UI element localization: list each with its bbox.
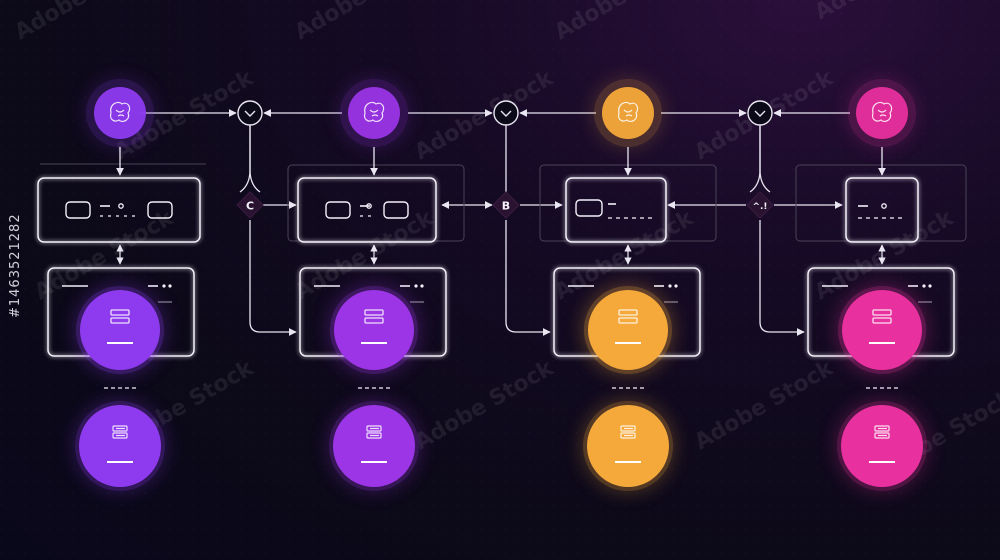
junction-label: B bbox=[502, 200, 510, 213]
columns-layer bbox=[37, 79, 955, 491]
junction-3[interactable]: ^.! bbox=[746, 191, 774, 219]
stacked-bars-icon bbox=[620, 425, 636, 439]
list-icon bbox=[110, 309, 130, 324]
chevron-down-icon bbox=[500, 110, 512, 117]
summary-node[interactable] bbox=[329, 401, 419, 491]
config-panel[interactable] bbox=[297, 177, 437, 243]
col-2 bbox=[297, 79, 447, 491]
top-node[interactable] bbox=[848, 79, 916, 147]
status-node[interactable] bbox=[584, 286, 672, 374]
config-panel[interactable] bbox=[565, 177, 667, 243]
chevron-down-icon bbox=[244, 110, 256, 117]
conn-node-3[interactable] bbox=[747, 100, 773, 126]
conn-node-2[interactable] bbox=[493, 100, 519, 126]
top-node[interactable] bbox=[340, 79, 408, 147]
col-1 bbox=[37, 79, 201, 491]
list-icon bbox=[872, 309, 892, 324]
chevron-down-icon bbox=[754, 110, 766, 117]
summary-node[interactable] bbox=[75, 401, 165, 491]
summary-node[interactable] bbox=[837, 401, 927, 491]
toggle-chip[interactable] bbox=[147, 201, 173, 219]
junction-label: C bbox=[246, 200, 254, 213]
config-panel[interactable] bbox=[845, 177, 919, 243]
config-panel[interactable] bbox=[37, 177, 201, 243]
toggle-chip[interactable] bbox=[575, 199, 603, 217]
brain-icon bbox=[617, 101, 639, 123]
toggle-chip[interactable] bbox=[325, 201, 351, 219]
status-node[interactable] bbox=[76, 286, 164, 374]
stacked-bars-icon bbox=[874, 425, 890, 439]
stock-id-label: #1463521282 bbox=[8, 213, 23, 318]
brain-icon bbox=[871, 101, 893, 123]
junction-b[interactable]: B bbox=[492, 191, 520, 219]
list-icon bbox=[618, 309, 638, 324]
status-node[interactable] bbox=[330, 286, 418, 374]
col-3 bbox=[553, 79, 701, 491]
brain-icon bbox=[109, 101, 131, 123]
brain-icon bbox=[363, 101, 385, 123]
stock-id-text: #1463521282 bbox=[8, 213, 23, 318]
top-node[interactable] bbox=[594, 79, 662, 147]
status-node[interactable] bbox=[838, 286, 926, 374]
toggle-chip[interactable] bbox=[65, 201, 91, 219]
col-4 bbox=[807, 79, 955, 491]
junction-c[interactable]: C bbox=[236, 191, 264, 219]
conn-node-1[interactable] bbox=[237, 100, 263, 126]
top-node[interactable] bbox=[86, 79, 154, 147]
toggle-chip[interactable] bbox=[383, 201, 409, 219]
stacked-bars-icon bbox=[366, 425, 382, 439]
junction-label: ^.! bbox=[752, 202, 767, 212]
summary-node[interactable] bbox=[583, 401, 673, 491]
junction-routing-lines bbox=[239, 125, 843, 336]
stacked-bars-icon bbox=[112, 425, 128, 439]
list-icon bbox=[364, 309, 384, 324]
